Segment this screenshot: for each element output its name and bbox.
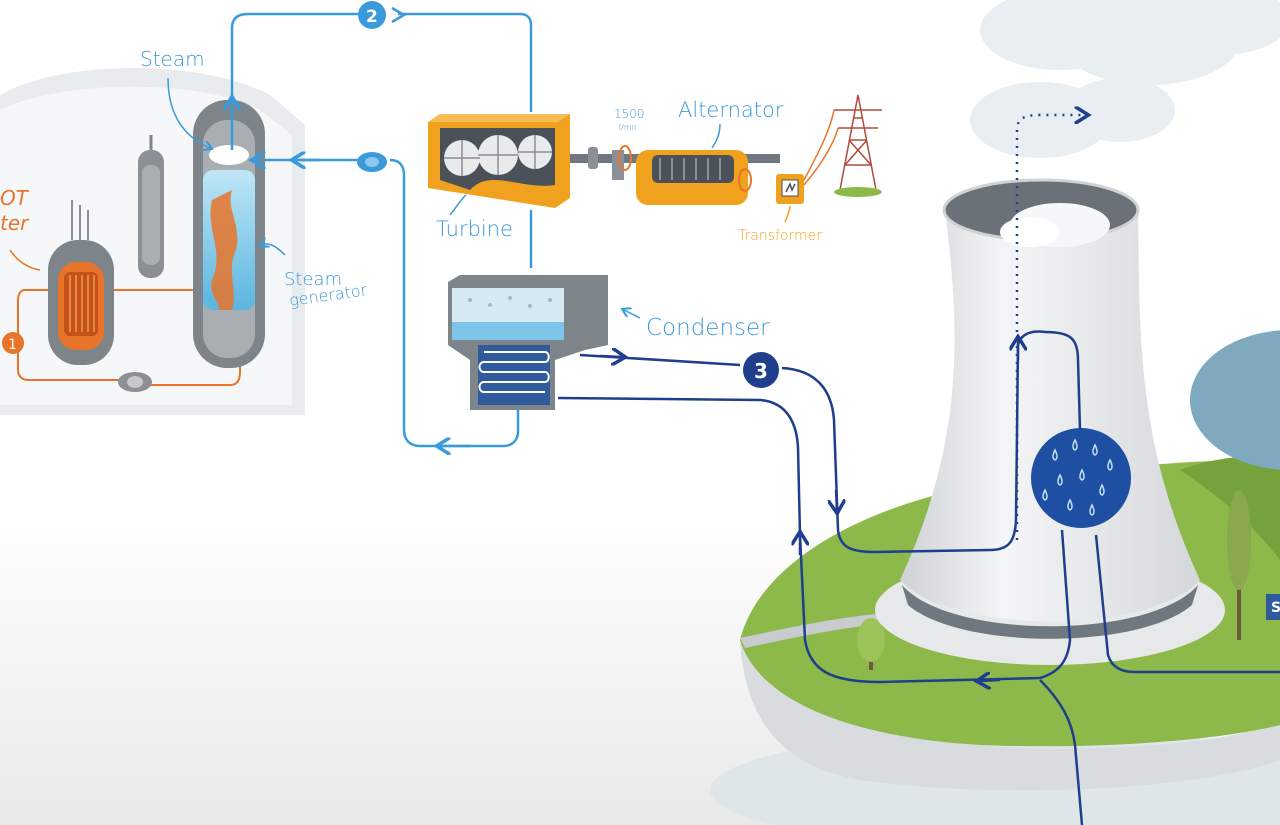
cooling-arrow-left [980, 680, 1001, 681]
circuit-2-arrow [391, 6, 407, 24]
cooling-arrow-right [599, 356, 622, 357]
alternator-pointer [711, 123, 721, 149]
tree [857, 618, 885, 670]
hot-water-pointer [9, 249, 41, 271]
vapor-exhaust-arrow [1015, 115, 1085, 540]
sign-label: S [1271, 600, 1280, 616]
secondary-loop [230, 12, 533, 448]
turbine-label: Turbine [436, 217, 513, 241]
condenser [448, 275, 608, 410]
circuit-2-badge [358, 1, 386, 29]
tower-body [900, 210, 1200, 622]
rpm-unit: t/mn [618, 123, 637, 132]
transformer-label: Transformer [738, 228, 822, 244]
hill-dark [1180, 456, 1280, 560]
steam-label: Steam [140, 47, 205, 71]
alternator-label: Alternator [678, 98, 784, 122]
condenser-pointer [624, 310, 641, 319]
cloud [970, 0, 1280, 158]
blue-hill [1190, 330, 1280, 470]
steam-generator-pointer [262, 244, 286, 256]
steam-pointer [167, 77, 210, 148]
turbine-pointer [449, 194, 467, 216]
alternator [636, 150, 752, 205]
power-pylon [803, 94, 882, 191]
circuit-3-number: 3 [754, 359, 768, 383]
circuit-1-number: 1 [8, 337, 17, 353]
hot-water-label-line2: ter [0, 211, 30, 235]
sign-board [1266, 594, 1280, 620]
circuit-2-number: 2 [366, 7, 378, 27]
reactor-vessel [48, 200, 114, 365]
cooling-tower [875, 115, 1225, 665]
rpm-value: 1500 [614, 107, 645, 121]
feedwater-pump [357, 152, 387, 172]
steam-generator [193, 100, 265, 368]
droplet-icons [1042, 438, 1113, 516]
transformer [776, 174, 804, 204]
steam-generator-label-line1: Steam [284, 269, 342, 290]
circuit-1-badge [2, 332, 24, 354]
primary-pump [118, 372, 152, 392]
cooling-arrow-down [836, 489, 837, 510]
pylon-grass [834, 187, 882, 197]
pressurizer [138, 135, 164, 278]
tower-base-lattice [902, 585, 1198, 639]
tree [1227, 490, 1251, 640]
condenser-label: Condenser [646, 315, 770, 341]
island-cliff [740, 640, 1280, 791]
hot-water-label-line1: OT [0, 186, 30, 210]
road [740, 612, 900, 648]
tower-steam-puff [1000, 217, 1060, 247]
turbine [428, 114, 570, 208]
transformer-pointer [784, 205, 791, 223]
circuit-3-badge [743, 352, 779, 388]
